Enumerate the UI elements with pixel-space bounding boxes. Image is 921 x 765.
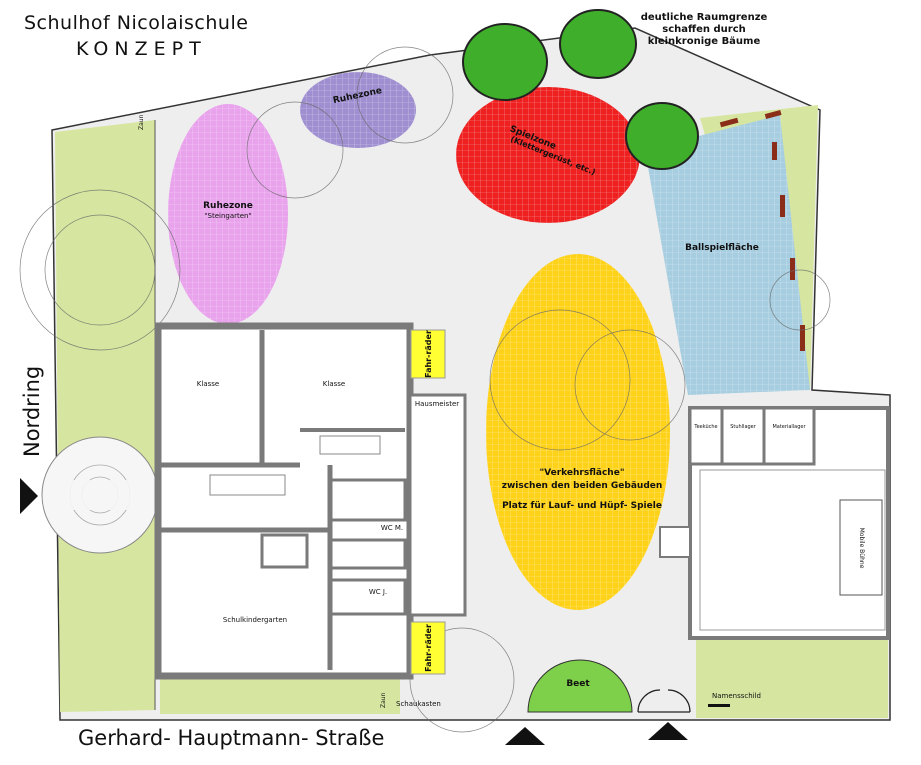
verkehr-label-1: "Verkehrsfläche" [539, 468, 624, 478]
zaun-top-label: Zaun [138, 114, 145, 130]
fahrrad-rack-bottom [410, 621, 446, 675]
room-teekueche: Teeküche [693, 424, 717, 430]
left-lawn [55, 120, 155, 712]
namensschild-label: Namensschild [712, 692, 761, 700]
beet-label: Beet [566, 679, 590, 689]
main-building [154, 322, 467, 680]
room-materiallager: Materiallager [772, 424, 806, 430]
room-stuhllager: Stuhllager [730, 424, 757, 430]
fahrraeder-bottom-label: Fahr-räder [424, 624, 433, 672]
right-building [659, 406, 890, 640]
title-line-2: KONZEPT [76, 38, 207, 60]
ruhezone-left-label: Ruhezone [203, 201, 253, 211]
street-left-label: Nordring [20, 365, 44, 457]
room-klasse-1: Klasse [197, 380, 219, 388]
tree-canopies [462, 9, 699, 170]
room-klasse-2: Klasse [323, 380, 345, 388]
title-line-1: Schulhof Nicolaischule [24, 12, 249, 34]
room-buehne: Mobile Bühne [858, 528, 865, 569]
room-schulkindergarten: Schulkindergarten [223, 616, 287, 624]
tree-note: deutliche Raumgrenze schaffen durch klei… [640, 12, 768, 47]
namensschild-bar [708, 704, 730, 707]
room-wc-j: WC J. [369, 588, 387, 596]
verkehr-label-2: zwischen den beiden Gebäuden [502, 481, 663, 491]
verkehr-label-3: Platz für Lauf- und Hüpf- Spiele [502, 501, 662, 511]
bottom-lawn [160, 676, 400, 714]
zaun-bottom-label: Zaun [380, 692, 387, 708]
street-bottom-label: Gerhard- Hauptmann- Straße [78, 726, 385, 750]
schaukasten-label: Schaukasten [396, 700, 441, 708]
bench-marks [719, 109, 805, 351]
fahrrad-rack-top [410, 329, 446, 379]
ruhezone-left-sublabel: "Steingarten" [204, 212, 251, 220]
room-wc-m: WC M. [381, 524, 403, 532]
entrance-arrow-bottom-1 [505, 727, 545, 745]
entrance-arrow-left [20, 478, 38, 514]
ballspiel-label: Ballspielfläche [685, 243, 759, 253]
tree-sketches [19, 46, 831, 733]
entrance-arrow-bottom-2 [648, 722, 688, 740]
room-hausmeister: Hausmeister [415, 400, 459, 408]
fahrraeder-top-label: Fahr-räder [424, 330, 433, 378]
beet [527, 659, 633, 713]
gate [637, 689, 691, 713]
